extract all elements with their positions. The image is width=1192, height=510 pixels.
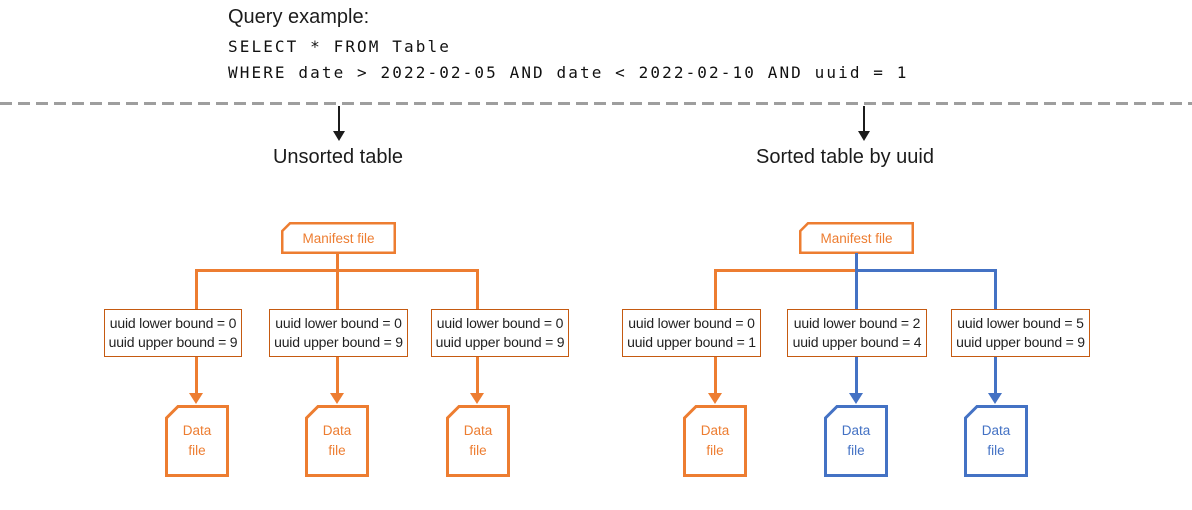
query-title: Query example: — [228, 6, 370, 28]
arrowhead-icon — [470, 393, 484, 404]
arrowhead-icon — [330, 393, 344, 404]
data-file-label: Data file — [981, 423, 1011, 458]
down-arrow-icon — [333, 131, 345, 141]
heading-sorted-table: Sorted table by uuid — [756, 146, 934, 168]
query-example-block: Query example: SELECT * FROM Table WHERE… — [228, 6, 909, 86]
heading-unsorted-table: Unsorted table — [272, 146, 404, 168]
data-file-box: Data file — [446, 405, 510, 477]
arrow-line — [336, 357, 339, 395]
uuid-lower-bound: uuid lower bound = 0 — [109, 315, 237, 331]
connector-line — [336, 253, 339, 271]
data-file-box: Data file — [305, 405, 369, 477]
arrow-line — [195, 357, 198, 395]
connector-line — [994, 269, 997, 310]
snip-corner-rectangle-icon — [824, 405, 888, 477]
arrowhead-icon — [189, 393, 203, 404]
sql-line-where: WHERE date > 2022-02-05 AND date < 2022-… — [228, 63, 909, 82]
arrow-line — [994, 357, 997, 395]
uuid-lower-bound: uuid lower bound = 0 — [275, 315, 402, 331]
snip-corner-rectangle-icon — [281, 222, 396, 254]
connector-line — [714, 269, 856, 272]
snip-corner-rectangle-icon — [964, 405, 1028, 477]
data-file-box: Data file — [964, 405, 1028, 477]
manifest-file-box: Manifest file — [799, 222, 914, 254]
connector-line — [476, 269, 479, 310]
uuid-bounds-box: uuid lower bound = 0 uuid upper bound = … — [431, 309, 569, 357]
uuid-upper-bound: uuid upper bound = 9 — [274, 334, 403, 350]
connector-line — [855, 253, 858, 271]
connector-line — [855, 269, 997, 272]
uuid-lower-bound: uuid lower bound = 5 — [957, 315, 1084, 331]
uuid-upper-bound: uuid upper bound = 4 — [792, 334, 922, 350]
data-file-label: Data file — [463, 423, 493, 458]
snip-corner-rectangle-icon — [305, 405, 369, 477]
arrow-line — [714, 357, 717, 395]
data-file-label: Data file — [841, 423, 871, 458]
snip-corner-rectangle-icon — [165, 405, 229, 477]
uuid-lower-bound: uuid lower bound = 0 — [436, 315, 564, 331]
uuid-bounds-box: uuid lower bound = 0 uuid upper bound = … — [622, 309, 761, 357]
connector-line — [714, 269, 717, 310]
manifest-file-box: Manifest file — [281, 222, 396, 254]
connector-line — [336, 269, 339, 310]
uuid-upper-bound: uuid upper bound = 1 — [627, 334, 756, 350]
down-arrow-icon — [858, 131, 870, 141]
connector-line — [195, 269, 198, 310]
down-arrow-line-left — [338, 106, 340, 133]
uuid-upper-bound: uuid upper bound = 9 — [435, 334, 565, 350]
uuid-lower-bound: uuid lower bound = 0 — [628, 315, 755, 331]
data-file-label: Data file — [322, 423, 352, 458]
snip-corner-rectangle-icon — [683, 405, 747, 477]
connector-line — [855, 269, 858, 310]
down-arrow-line-right — [863, 106, 865, 133]
uuid-bounds-box: uuid lower bound = 5 uuid upper bound = … — [951, 309, 1090, 357]
arrowhead-icon — [988, 393, 1002, 404]
arrow-line — [855, 357, 858, 395]
data-file-label: Data file — [182, 423, 212, 458]
data-file-box: Data file — [683, 405, 747, 477]
data-file-box: Data file — [824, 405, 888, 477]
dashed-divider — [0, 102, 1192, 105]
arrow-line — [476, 357, 479, 395]
manifest-file-label: Manifest file — [820, 230, 893, 246]
uuid-bounds-box: uuid lower bound = 0 uuid upper bound = … — [269, 309, 408, 357]
uuid-bounds-box: uuid lower bound = 2 uuid upper bound = … — [787, 309, 927, 357]
uuid-bounds-box: uuid lower bound = 0 uuid upper bound = … — [104, 309, 242, 357]
snip-corner-rectangle-icon — [446, 405, 510, 477]
data-file-box: Data file — [165, 405, 229, 477]
arrowhead-icon — [708, 393, 722, 404]
data-file-label: Data file — [700, 423, 730, 458]
manifest-file-label: Manifest file — [302, 230, 375, 246]
snip-corner-rectangle-icon — [799, 222, 914, 254]
sql-line-select: SELECT * FROM Table — [228, 37, 451, 56]
uuid-lower-bound: uuid lower bound = 2 — [793, 315, 921, 331]
uuid-upper-bound: uuid upper bound = 9 — [108, 334, 238, 350]
uuid-upper-bound: uuid upper bound = 9 — [956, 334, 1085, 350]
arrowhead-icon — [849, 393, 863, 404]
